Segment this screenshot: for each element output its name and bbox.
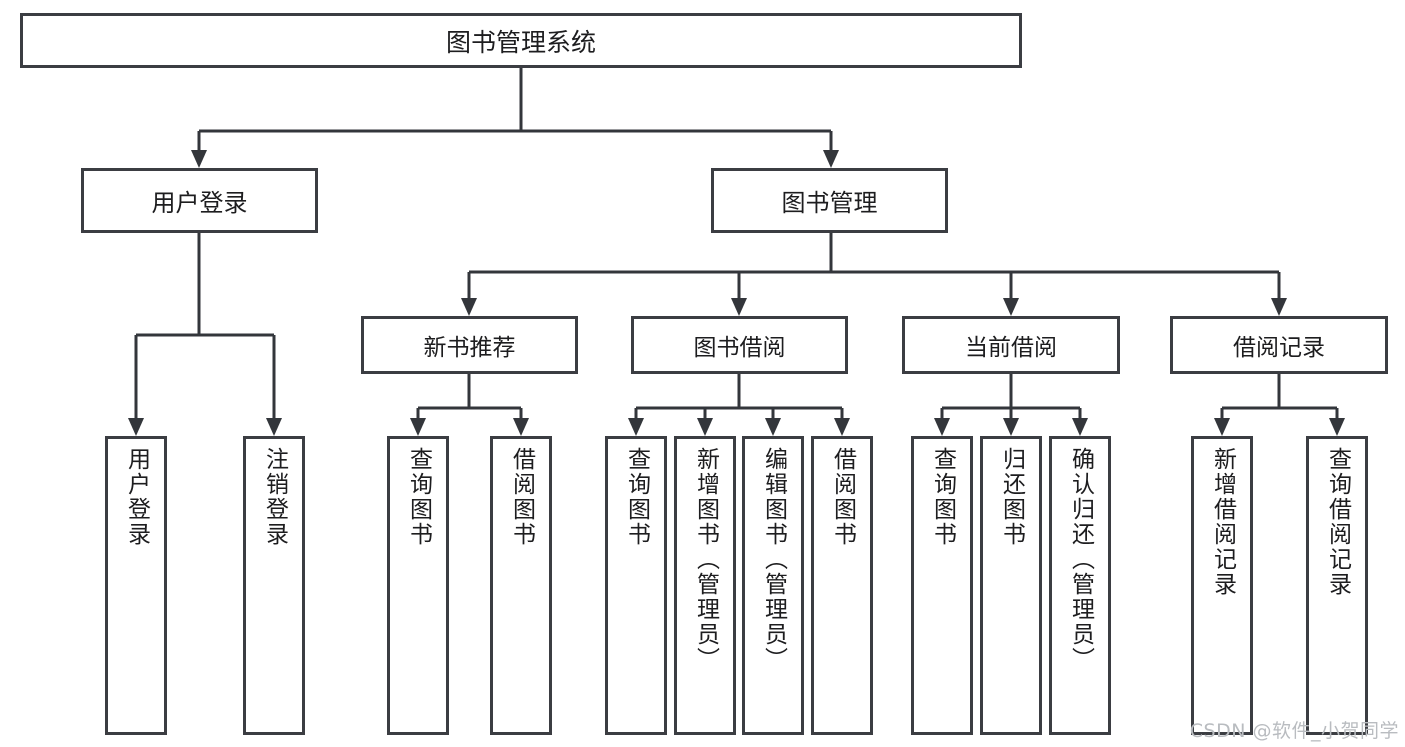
node-leaf-return-book-label: 归还图书 [998,447,1025,547]
arrow-leaf-add-book [697,418,713,436]
node-new-book-recommend-label: 新书推荐 [423,335,516,361]
node-borrow-record-label: 借阅记录 [1233,335,1325,361]
node-leaf-borrow-book-2[interactable]: 借阅图书 [811,436,873,735]
arrow-leaf-add-record [1214,418,1230,436]
node-leaf-add-book[interactable]: 新增图书（管理员） [674,436,736,735]
node-leaf-edit-book-label: 编辑图书（管理员） [760,447,787,672]
node-leaf-query-book-2[interactable]: 查询图书 [605,436,667,735]
node-leaf-confirm-return-label: 确认归还（管理员） [1067,447,1094,672]
node-leaf-return-book[interactable]: 归还图书 [980,436,1042,735]
node-book-manage-label: 图书管理 [781,189,878,217]
node-book-manage[interactable]: 图书管理 [711,168,948,233]
arrow-to-borrow-record [1271,298,1287,316]
node-current-borrow[interactable]: 当前借阅 [902,316,1120,374]
node-leaf-query-book-1[interactable]: 查询图书 [387,436,449,735]
arrow-leaf-confirm-return [1072,418,1088,436]
node-leaf-confirm-return[interactable]: 确认归还（管理员） [1049,436,1111,735]
node-root-label: 图书管理系统 [445,27,596,57]
arrow-leaf-query-book-2 [628,418,644,436]
node-user-login-label: 用户登录 [151,189,248,217]
arrow-leaf-edit-book [765,418,781,436]
arrow-to-user-login [191,150,207,168]
watermark: CSDN @软件_小贺同学 [1189,720,1399,742]
node-leaf-logout[interactable]: 注销登录 [243,436,305,735]
node-leaf-add-record[interactable]: 新增借阅记录 [1191,436,1253,735]
node-leaf-query-book-2-label: 查询图书 [623,447,650,547]
node-leaf-edit-book[interactable]: 编辑图书（管理员） [742,436,804,735]
node-leaf-query-book-1-label: 查询图书 [405,447,432,547]
node-leaf-add-book-label: 新增图书（管理员） [692,447,719,672]
arrow-leaf-query-book-3 [934,418,950,436]
node-leaf-borrow-book-2-label: 借阅图书 [829,447,856,547]
node-user-login[interactable]: 用户登录 [81,168,318,233]
arrow-leaf-query-book-1 [410,418,426,436]
arrow-leaf-borrow-book-1 [513,418,529,436]
node-book-borrow-label: 图书借阅 [693,335,786,361]
arrow-leaf-logout [266,418,282,436]
node-new-book-recommend[interactable]: 新书推荐 [361,316,578,374]
node-leaf-user-login[interactable]: 用户登录 [105,436,167,735]
node-root[interactable]: 图书管理系统 [20,13,1022,68]
arrow-to-new-book [461,298,477,316]
node-leaf-add-record-label: 新增借阅记录 [1209,447,1236,597]
node-leaf-query-record[interactable]: 查询借阅记录 [1306,436,1368,735]
node-leaf-query-book-3-label: 查询图书 [929,447,956,547]
arrow-leaf-borrow-book-2 [834,418,850,436]
node-leaf-query-record-label: 查询借阅记录 [1324,447,1351,597]
arrow-leaf-query-record [1329,418,1345,436]
arrow-leaf-user-login [128,418,144,436]
node-leaf-query-book-3[interactable]: 查询图书 [911,436,973,735]
node-current-borrow-label: 当前借阅 [965,335,1057,361]
node-leaf-user-login-label: 用户登录 [123,447,150,547]
arrow-to-current-borrow [1003,298,1019,316]
node-leaf-logout-label: 注销登录 [261,447,288,547]
node-borrow-record[interactable]: 借阅记录 [1170,316,1388,374]
arrow-to-book-borrow [731,298,747,316]
node-leaf-borrow-book-1[interactable]: 借阅图书 [490,436,552,735]
node-leaf-borrow-book-1-label: 借阅图书 [508,447,535,547]
arrow-to-book-manage [823,150,839,168]
node-book-borrow[interactable]: 图书借阅 [631,316,848,374]
arrow-leaf-return-book [1003,418,1019,436]
